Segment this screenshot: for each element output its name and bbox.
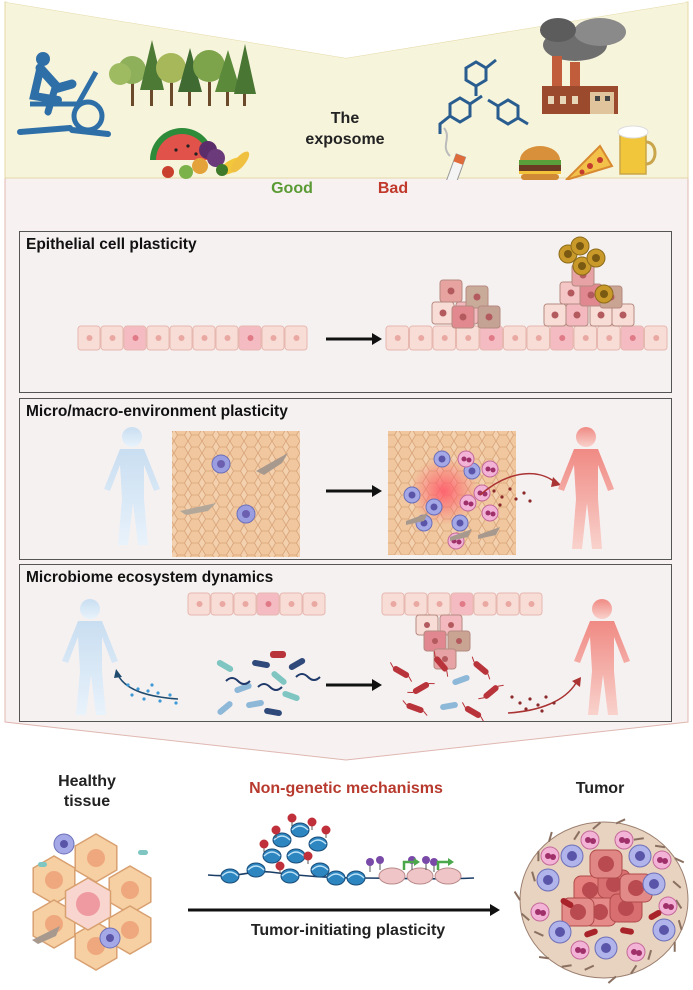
tissue-inflamed-cells	[403, 450, 532, 550]
pizza-icon	[565, 144, 614, 180]
exposome-title-line1: The	[330, 110, 360, 127]
panel-environment: Micro/macro-environment plasticity	[19, 398, 672, 560]
exposome-title: The exposome	[290, 108, 400, 150]
human-figure-diseased-icon	[574, 599, 630, 715]
exposome-icons	[17, 18, 657, 180]
metabolite-dots	[510, 695, 556, 713]
human-figure-diseased-icon	[558, 427, 614, 549]
epithelial-row-normal	[77, 325, 308, 351]
tissue-healthy	[172, 431, 300, 557]
panel-microbiome-title: Microbiome ecosystem dynamics	[26, 569, 274, 586]
epithelial-row-altered	[381, 592, 543, 670]
microbiome-dysbiosis	[389, 651, 504, 721]
plasticity-label: Tumor-initiating plasticity	[250, 922, 446, 939]
panel-epithelial-title: Epithelial cell plasticity	[26, 236, 197, 253]
panel-environment-title: Micro/macro-environment plasticity	[26, 403, 288, 420]
panel-epithelial: Epithelial cell plasticity	[19, 231, 672, 393]
factory-pollution-icon	[540, 18, 626, 114]
tumor-mass	[513, 818, 689, 984]
fruits-vegetables-icon	[150, 128, 250, 179]
beer-icon	[617, 125, 657, 175]
bottom-illustration	[32, 813, 689, 984]
exposome-title-line2: exposome	[305, 131, 385, 148]
epithelial-cell-clusters	[431, 236, 635, 329]
metabolite-dots	[126, 683, 178, 705]
microbiome-healthy	[216, 651, 321, 717]
cigarette-icon	[437, 127, 467, 180]
healthy-tissue-line2: tissue	[63, 793, 111, 810]
healthy-tissue-cells	[32, 833, 152, 971]
mechanisms-label: Non-genetic mechanisms	[249, 780, 443, 797]
good-label: Good	[271, 180, 313, 197]
human-figure-healthy-icon	[62, 599, 118, 715]
burger-icon	[519, 146, 561, 180]
tissue-healthy-cells	[180, 453, 288, 524]
epithelial-row-normal	[187, 592, 326, 616]
signal-arrow-icon	[479, 472, 557, 496]
forest-icon	[109, 40, 256, 106]
chromatin-icon	[207, 813, 475, 886]
healthy-tissue-label: Healthy tissue	[44, 772, 130, 812]
healthy-tissue-line1: Healthy	[58, 773, 116, 790]
exercise-bike-icon	[17, 52, 111, 137]
bad-label: Bad	[377, 180, 409, 197]
tumor-label: Tumor	[575, 780, 625, 797]
epithelial-row-altered	[385, 325, 668, 351]
human-figure-healthy-icon	[104, 427, 160, 545]
panel-microbiome: Microbiome ecosystem dynamics	[19, 564, 672, 722]
chemical-molecules-icon	[438, 58, 529, 134]
